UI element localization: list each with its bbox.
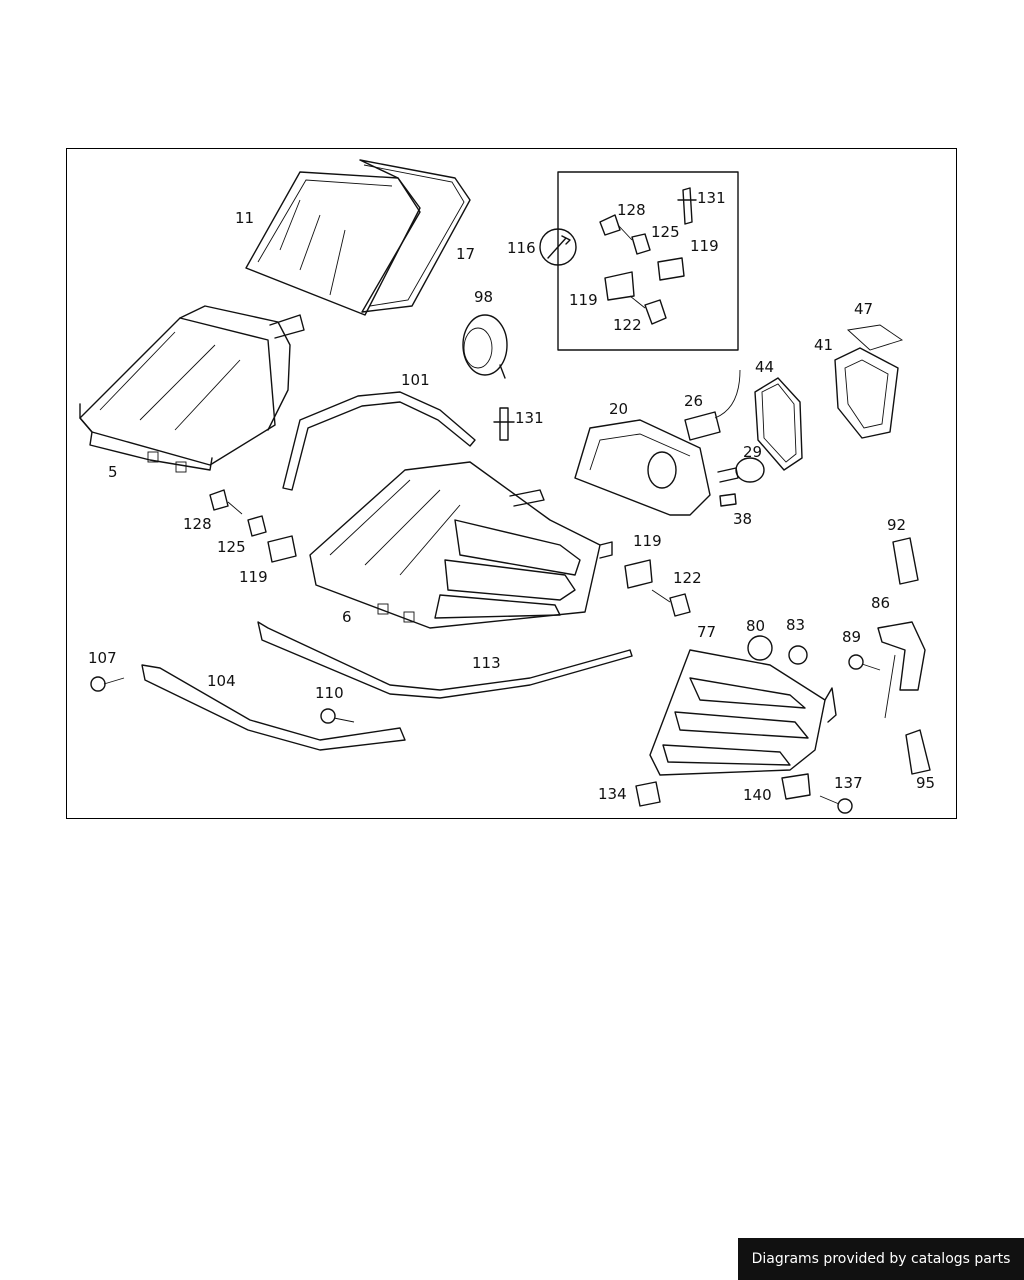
- footer-credit-text: Diagrams provided by catalogs parts: [751, 1251, 1011, 1267]
- callout-116: 116: [507, 239, 536, 257]
- callout-44: 44: [755, 358, 774, 376]
- callout-20: 20: [609, 400, 628, 418]
- callout-89: 89: [842, 628, 861, 646]
- callout-104: 104: [207, 672, 236, 690]
- callout-122: 122: [613, 316, 642, 334]
- callout-26: 26: [684, 392, 703, 410]
- part-20-indicator-housing: [574, 419, 711, 516]
- part-6-combination-lamp: [309, 461, 613, 629]
- part-113-strip: [257, 621, 633, 699]
- inset-fastener-kit: [539, 171, 739, 351]
- callout-125: 125: [651, 223, 680, 241]
- callout-125: 125: [217, 538, 246, 556]
- part-17-seal: [359, 159, 471, 313]
- callout-5: 5: [108, 463, 118, 481]
- callout-17: 17: [456, 245, 475, 263]
- left-fastener-cluster: [209, 489, 297, 563]
- callout-92: 92: [887, 516, 906, 534]
- diagram-frame: [66, 148, 957, 819]
- callout-11: 11: [235, 209, 254, 227]
- callout-140: 140: [743, 786, 772, 804]
- part-41-47: [834, 324, 904, 439]
- part-89-screw: [848, 654, 881, 671]
- part-104-trim: [141, 664, 406, 751]
- bulbs-and-sockets: [684, 369, 765, 507]
- part-77-corner-lamp: [649, 635, 837, 776]
- part-131-clip: [493, 407, 515, 441]
- callout-122: 122: [673, 569, 702, 587]
- callout-107: 107: [88, 649, 117, 667]
- callout-86: 86: [871, 594, 890, 612]
- callout-38: 38: [733, 510, 752, 528]
- callout-128: 128: [617, 201, 646, 219]
- callout-128: 128: [183, 515, 212, 533]
- part-98-cap: [462, 314, 508, 379]
- callout-80: 80: [746, 617, 765, 635]
- callout-labels: 11 17 116 128 131 125 119 119 122 98 47 …: [88, 189, 935, 804]
- callout-131: 131: [697, 189, 726, 207]
- part-5-housing: [79, 305, 305, 473]
- callout-47: 47: [854, 300, 873, 318]
- callout-95: 95: [916, 774, 935, 792]
- callout-101: 101: [401, 371, 430, 389]
- callout-119: 119: [239, 568, 268, 586]
- callout-119: 119: [569, 291, 598, 309]
- callout-119: 119: [633, 532, 662, 550]
- part-101-bracket: [282, 391, 476, 491]
- callout-137: 137: [834, 774, 863, 792]
- callout-41: 41: [814, 336, 833, 354]
- callout-29: 29: [743, 443, 762, 461]
- callout-77: 77: [697, 623, 716, 641]
- middle-fastener-cluster: [624, 559, 691, 617]
- footer-credit-badge: Diagrams provided by catalogs parts: [738, 1238, 1024, 1280]
- callout-131: 131: [515, 409, 544, 427]
- callout-98: 98: [474, 288, 493, 306]
- callout-110: 110: [315, 684, 344, 702]
- callout-134: 134: [598, 785, 627, 803]
- part-11-lens: [245, 171, 421, 316]
- parts-92-86-95: [877, 537, 931, 775]
- callout-113: 113: [472, 654, 501, 672]
- callout-119: 119: [690, 237, 719, 255]
- misc-fasteners: [90, 676, 853, 814]
- callout-83: 83: [786, 616, 805, 634]
- callout-6: 6: [342, 608, 352, 626]
- part-44-gasket: [754, 377, 803, 471]
